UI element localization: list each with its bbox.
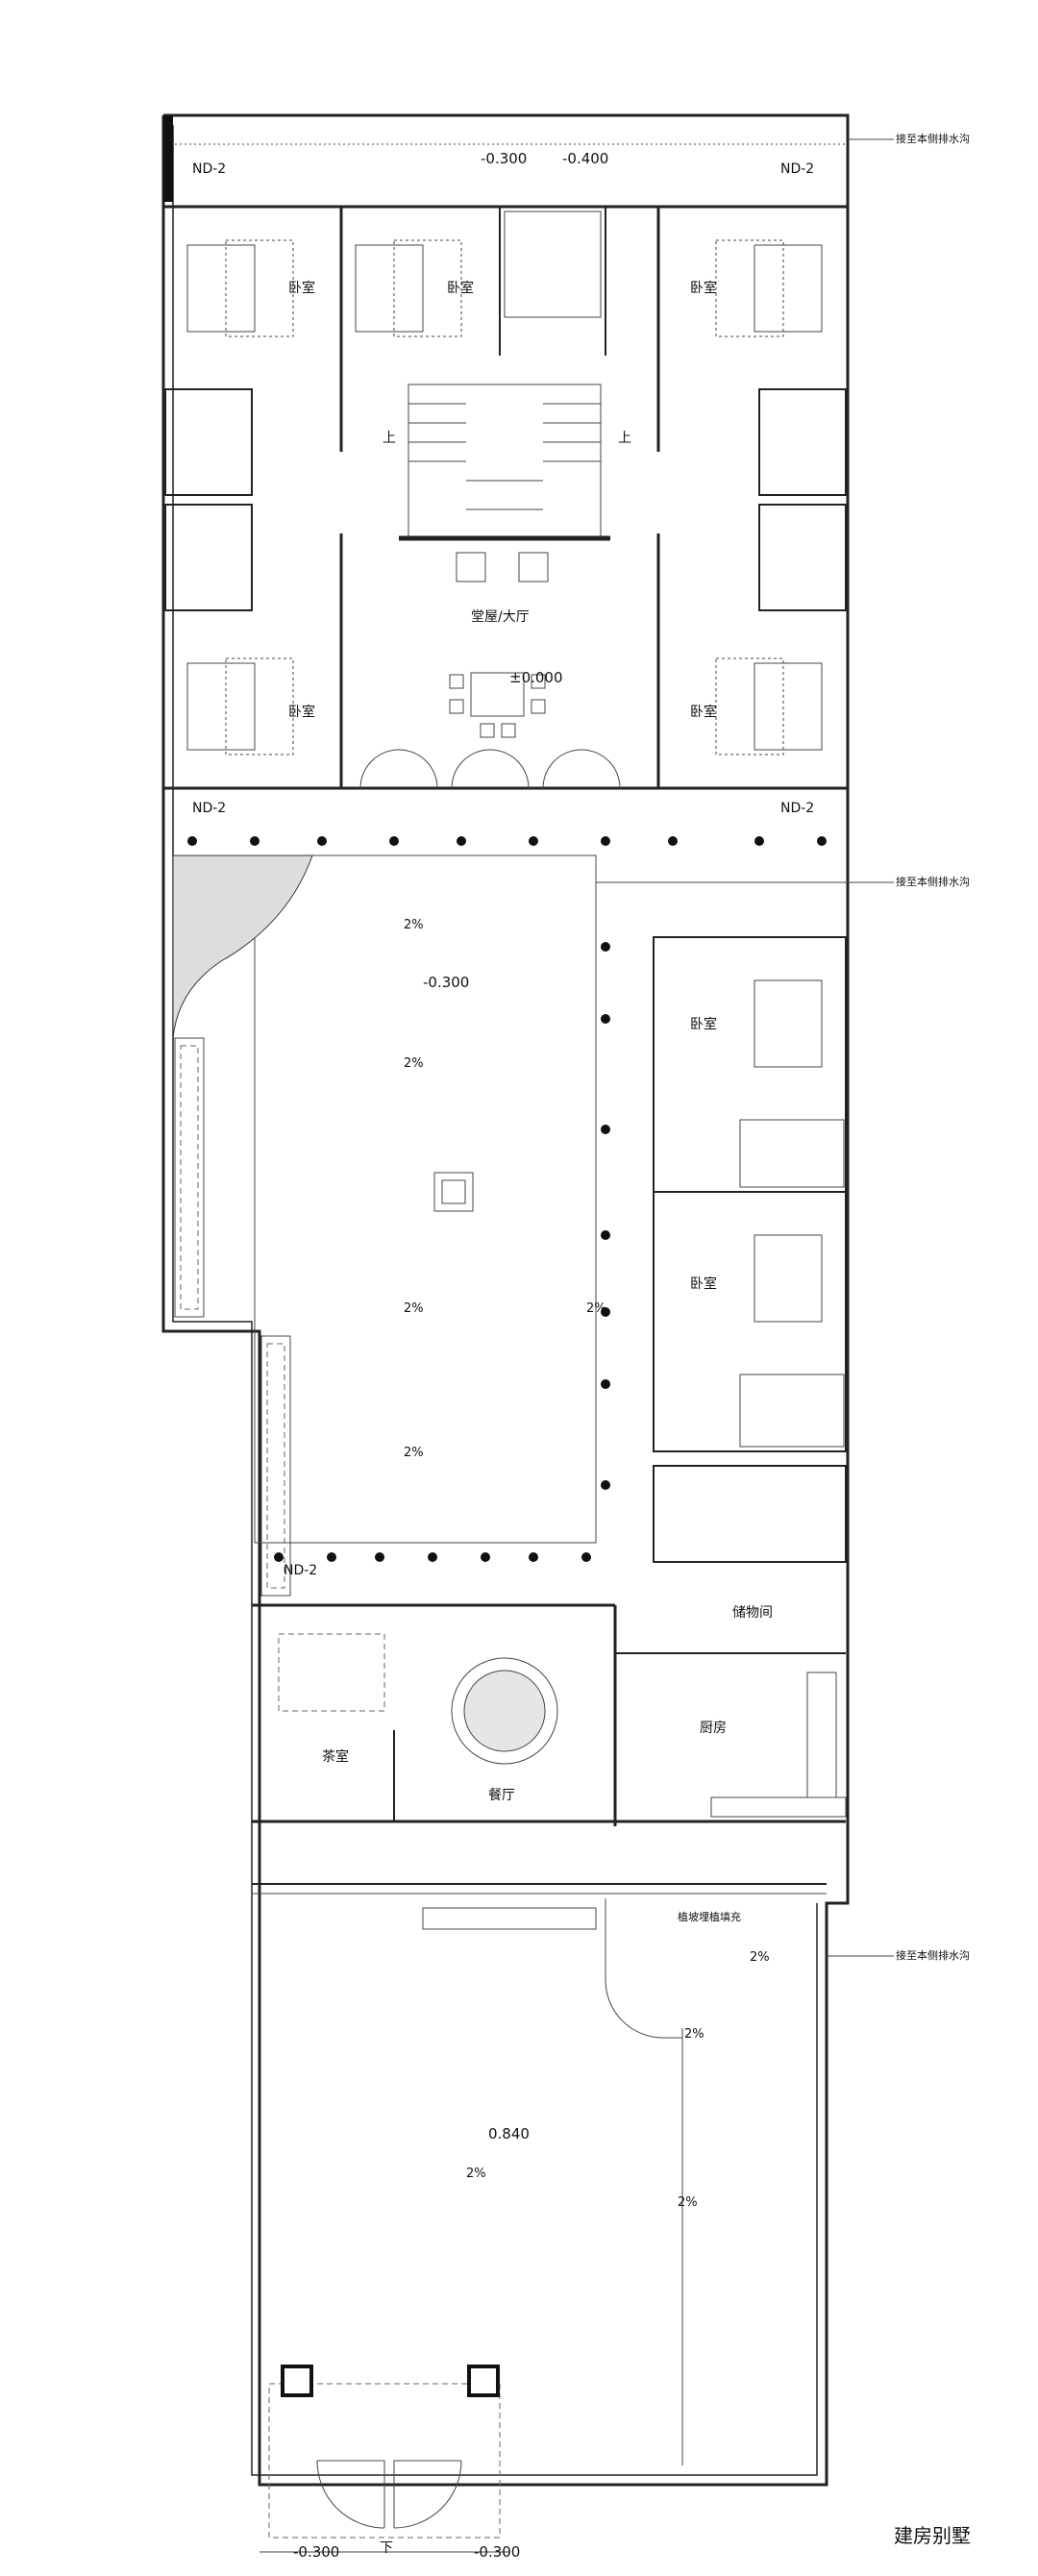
room-label-bedroom: 卧室 bbox=[447, 280, 474, 296]
tag-nd2: ND-2 bbox=[284, 1563, 317, 1578]
tag-nd2: ND-2 bbox=[780, 801, 814, 816]
rear-wing bbox=[163, 205, 848, 790]
tag-nd2: ND-2 bbox=[780, 161, 814, 177]
slope-label: 2% bbox=[404, 1446, 424, 1460]
elevation-top-b: -0.400 bbox=[562, 150, 608, 167]
slope-label: 2% bbox=[684, 2027, 704, 2042]
room-label-bedroom: 卧室 bbox=[288, 704, 315, 720]
drain-leaders bbox=[596, 138, 894, 1957]
room-label-kitchen: 厨房 bbox=[700, 1721, 727, 1736]
room-label-bedroom: 卧室 bbox=[690, 1016, 717, 1032]
drain-note: 接至本侧排水沟 bbox=[896, 875, 970, 888]
east-wing bbox=[653, 936, 847, 1563]
room-label-bedroom: 卧室 bbox=[288, 280, 315, 296]
elevation-courtyard: -0.300 bbox=[423, 974, 469, 991]
room-label-bedroom: 卧室 bbox=[690, 1276, 717, 1292]
room-label-hall: 堂屋/大厅 bbox=[471, 609, 530, 625]
slope-label: 2% bbox=[404, 918, 424, 932]
tag-nd2: ND-2 bbox=[192, 161, 226, 177]
columns bbox=[187, 836, 827, 1562]
outer-walls bbox=[161, 113, 850, 2487]
elevation-top-a: -0.300 bbox=[481, 150, 527, 167]
tag-nd2: ND-2 bbox=[192, 801, 226, 816]
slope-label: 2% bbox=[404, 1056, 424, 1071]
plant-note: 植坡埋植填充 bbox=[678, 1910, 741, 1923]
stair-up-label: 上 bbox=[383, 431, 396, 446]
elevation-front-yard: 0.840 bbox=[488, 2125, 530, 2143]
stair-up-label: 上 bbox=[618, 431, 631, 446]
courtyard bbox=[172, 855, 597, 1597]
elevation-entry-right: -0.300 bbox=[474, 2543, 520, 2561]
service-block bbox=[252, 1603, 847, 1826]
slope-label: 2% bbox=[678, 2195, 698, 2210]
elevation-hall: ±0.000 bbox=[509, 669, 563, 686]
slope-label: 2% bbox=[750, 1950, 770, 1965]
room-label-bedroom: 卧室 bbox=[690, 280, 717, 296]
room-label-storage: 储物间 bbox=[732, 1605, 773, 1621]
elevation-entry-left: -0.300 bbox=[293, 2543, 339, 2561]
drain-note: 接至本侧排水沟 bbox=[896, 1948, 970, 1962]
room-label-dining: 餐厅 bbox=[488, 1788, 515, 1803]
room-label-bedroom: 卧室 bbox=[690, 704, 717, 720]
slope-label: 2% bbox=[404, 1301, 424, 1316]
watermark-text: 建房别墅 bbox=[894, 2524, 971, 2547]
labels: 卧室 卧室 卧室 卧室 卧室 卧室 卧室 堂屋/大厅 储物间 厨房 茶室 餐厅 … bbox=[192, 132, 971, 2561]
front-yard bbox=[260, 1898, 683, 2553]
slope-label: 2% bbox=[586, 1301, 606, 1316]
slope-label: 2% bbox=[466, 2167, 486, 2181]
room-label-tea-room: 茶室 bbox=[322, 1748, 349, 1765]
drain-note: 接至本侧排水沟 bbox=[896, 132, 970, 145]
stair-down-label: 下 bbox=[380, 2540, 393, 2556]
